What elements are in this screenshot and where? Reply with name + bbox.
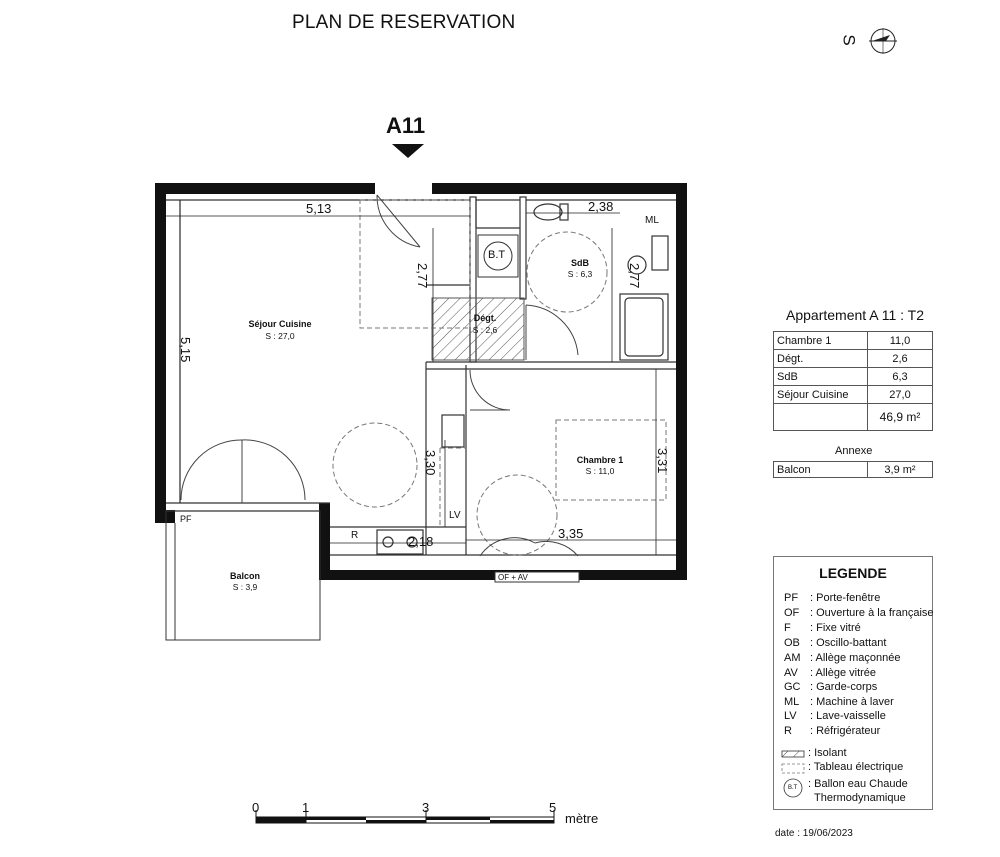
scale-tick-0: 0 xyxy=(252,800,260,815)
legend-item: OB: Oscillo-battant xyxy=(784,637,887,649)
scale-bar xyxy=(255,810,555,824)
legend-ballon-2: Thermodynamique xyxy=(814,792,906,804)
lot-label: A11 xyxy=(386,113,426,138)
room-balcon-area: S : 3,9 xyxy=(232,582,258,592)
room-balcon-name: Balcon xyxy=(229,571,260,581)
room-sdb-name: SdB xyxy=(571,258,589,268)
room-chambre-name: Chambre 1 xyxy=(576,455,624,465)
dim-kitchen-width: 2,18 xyxy=(408,534,434,549)
legend-item: LV: Lave-vaisselle xyxy=(784,710,886,722)
scale-unit: mètre xyxy=(565,811,599,826)
legend-item: F: Fixe vitré xyxy=(784,622,861,634)
room-degt-area: S : 2,6 xyxy=(472,325,498,335)
scale-tick-1: 1 xyxy=(302,800,310,815)
tag-lv: LV xyxy=(449,510,461,521)
tag-bt: B.T xyxy=(488,249,506,261)
legend: LEGENDE PF: Porte-fenêtre OF: Ouverture … xyxy=(773,556,934,810)
legend-tableau: : Tableau électrique xyxy=(808,761,904,773)
room-chambre-area: S : 11,0 xyxy=(585,466,615,476)
annexe-title: Annexe xyxy=(835,445,873,457)
legend-isolant: : Isolant xyxy=(808,747,847,759)
entry-arrow-icon xyxy=(392,144,424,158)
dim-sejour-width: 5,13 xyxy=(306,201,332,216)
dim-sdb-width: 2,38 xyxy=(588,199,614,214)
dim-sejour-height: 5,15 xyxy=(178,337,193,363)
plan-date: date : 19/06/2023 xyxy=(775,828,853,839)
legend-ballon-1: : Ballon eau Chaude xyxy=(808,778,908,790)
tag-r: R xyxy=(351,530,359,541)
legend-item: AV: Allège vitrée xyxy=(784,667,877,679)
legend-item: AM: Allège maçonnée xyxy=(784,652,901,664)
dim-kitchen-height: 3,30 xyxy=(423,450,438,476)
room-degt-name: Dégt. xyxy=(473,313,497,323)
legend-item: R: Réfrigérateur xyxy=(784,725,881,737)
room-sejour-name: Séjour Cuisine xyxy=(248,319,312,329)
total-row: 46,9 m² xyxy=(773,403,933,431)
room-sdb-area: S : 6,3 xyxy=(567,269,593,279)
legend-bt-mark: B.T xyxy=(788,785,798,791)
dim-degt-height: 2,77 xyxy=(415,263,430,289)
scale-tick-5: 5 xyxy=(549,800,557,815)
dim-sdb-height: 2,77 xyxy=(627,263,642,289)
dim-chambre-height: 3,31 xyxy=(655,448,670,474)
compass-icon xyxy=(869,28,897,54)
room-sejour-area: S : 27,0 xyxy=(265,331,295,341)
apartment-title: Appartement A 11 : T2 xyxy=(786,307,925,323)
table-row: Dégt.2,6 xyxy=(773,349,933,368)
legend-item: OF: Ouverture à la française xyxy=(784,607,934,619)
plan-title: PLAN DE RESERVATION xyxy=(292,12,516,33)
tag-ml: ML xyxy=(645,215,659,226)
tag-of-av: OF + AV xyxy=(498,573,528,582)
tag-pf: PF xyxy=(180,514,192,524)
legend-title: LEGENDE xyxy=(819,565,887,581)
exterior-walls xyxy=(155,183,687,580)
legend-item: PF: Porte-fenêtre xyxy=(784,592,881,604)
dim-chambre-width: 3,35 xyxy=(558,526,584,541)
legend-item: GC: Garde-corps xyxy=(784,681,878,693)
scale-tick-3: 3 xyxy=(422,800,430,815)
legend-item: ML: Machine à laver xyxy=(784,696,894,708)
